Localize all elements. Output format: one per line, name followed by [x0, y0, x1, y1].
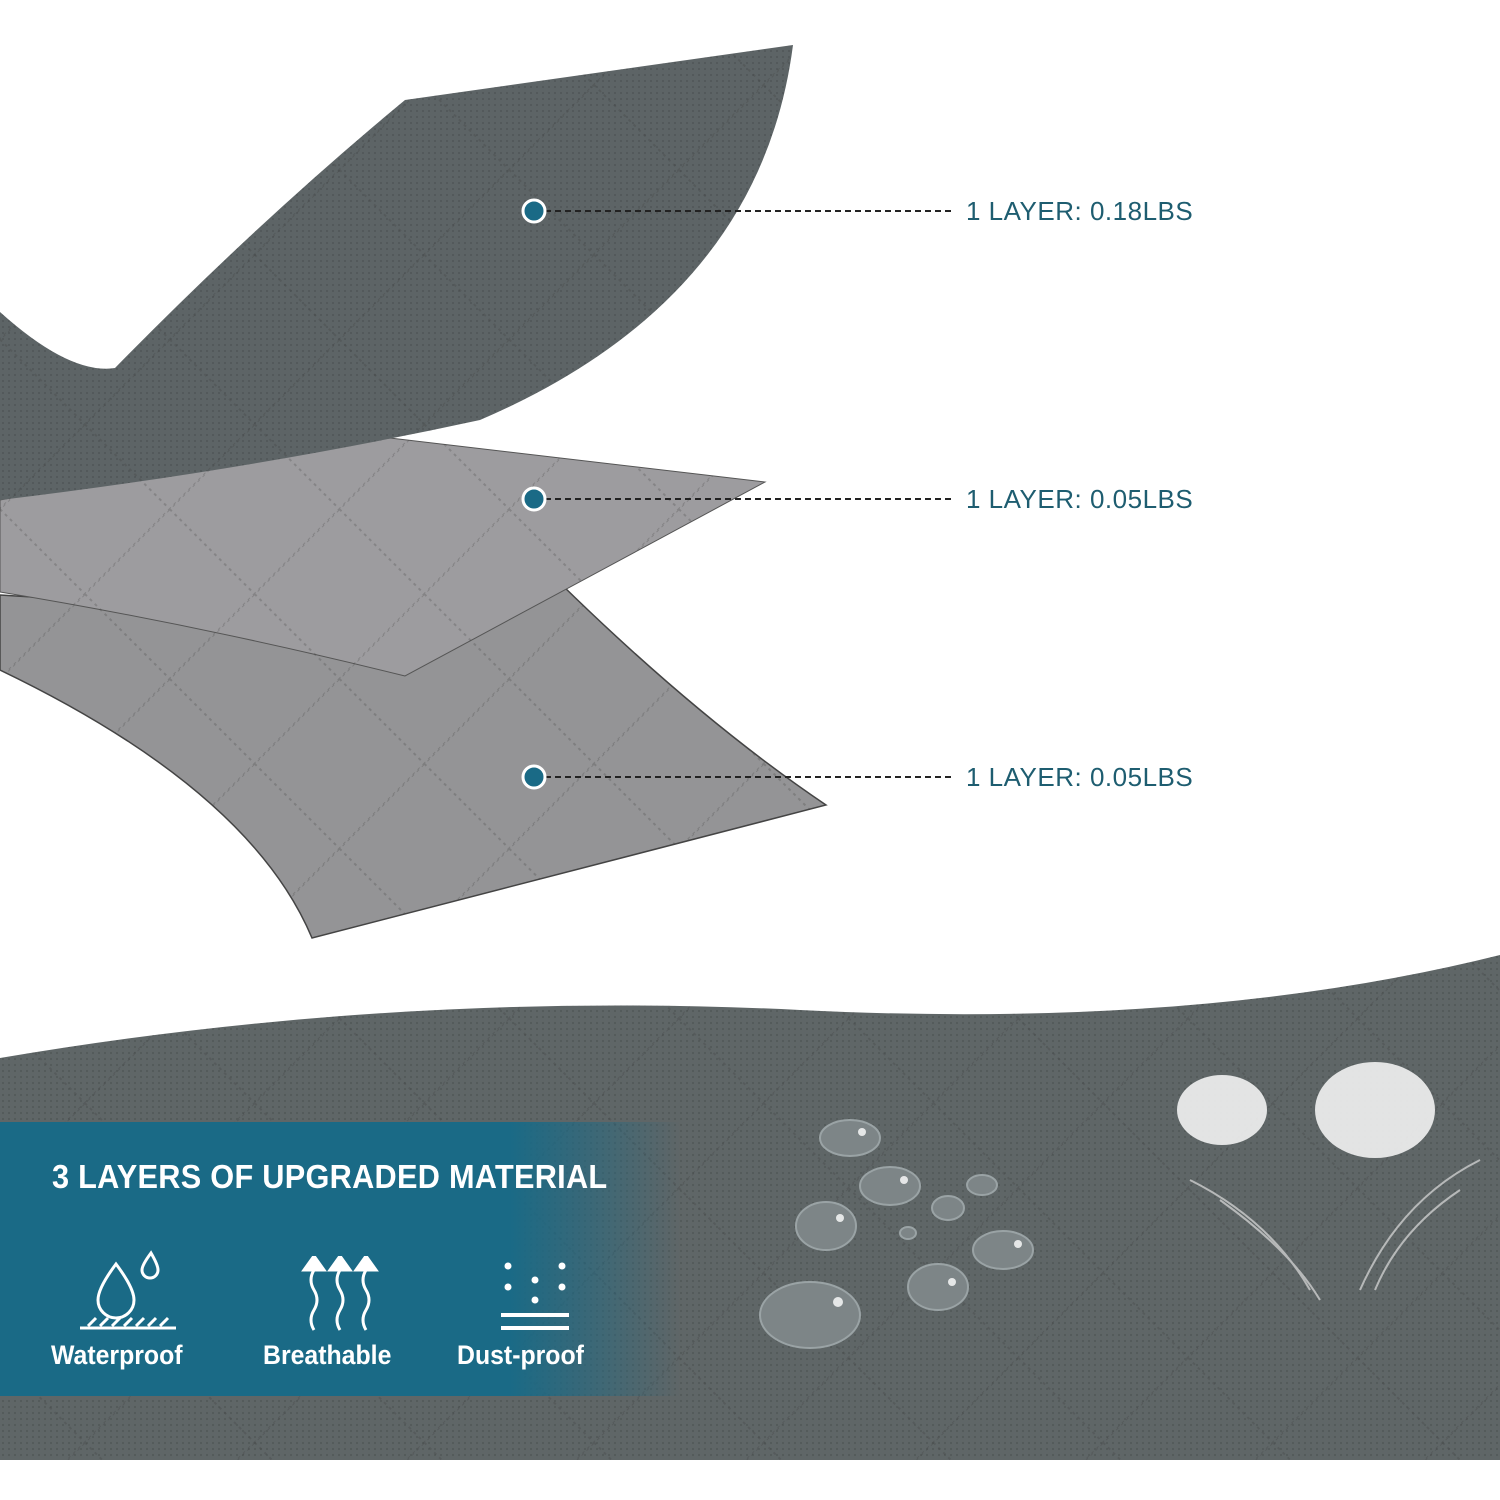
- banner-title: 3 LAYERS OF UPGRADED MATERIAL: [52, 1158, 608, 1195]
- rising-air-arrows-icon: [301, 1256, 379, 1331]
- feature-breathable-label: Breathable: [263, 1340, 392, 1370]
- dust-dots-icon: [501, 1262, 569, 1330]
- callout-dots: [521, 198, 547, 790]
- water-drop-icon: [80, 1250, 176, 1330]
- air-flow-lines: [1189, 1159, 1481, 1301]
- feature-waterproof-label: Waterproof: [51, 1340, 183, 1370]
- callout-lines: [545, 210, 955, 778]
- callout-layer-2: 1 LAYER: 0.05LBS: [966, 484, 1194, 514]
- droplet-highlights: [833, 1128, 1022, 1307]
- callout-layer-1: 1 LAYER: 0.18LBS: [966, 196, 1194, 226]
- cotton-puffs: [1177, 1062, 1435, 1158]
- top-layer: [0, 45, 793, 500]
- callout-layer-3: 1 LAYER: 0.05LBS: [966, 762, 1194, 792]
- feature-dustproof-label: Dust-proof: [457, 1340, 584, 1370]
- bottom-layer: [0, 582, 828, 939]
